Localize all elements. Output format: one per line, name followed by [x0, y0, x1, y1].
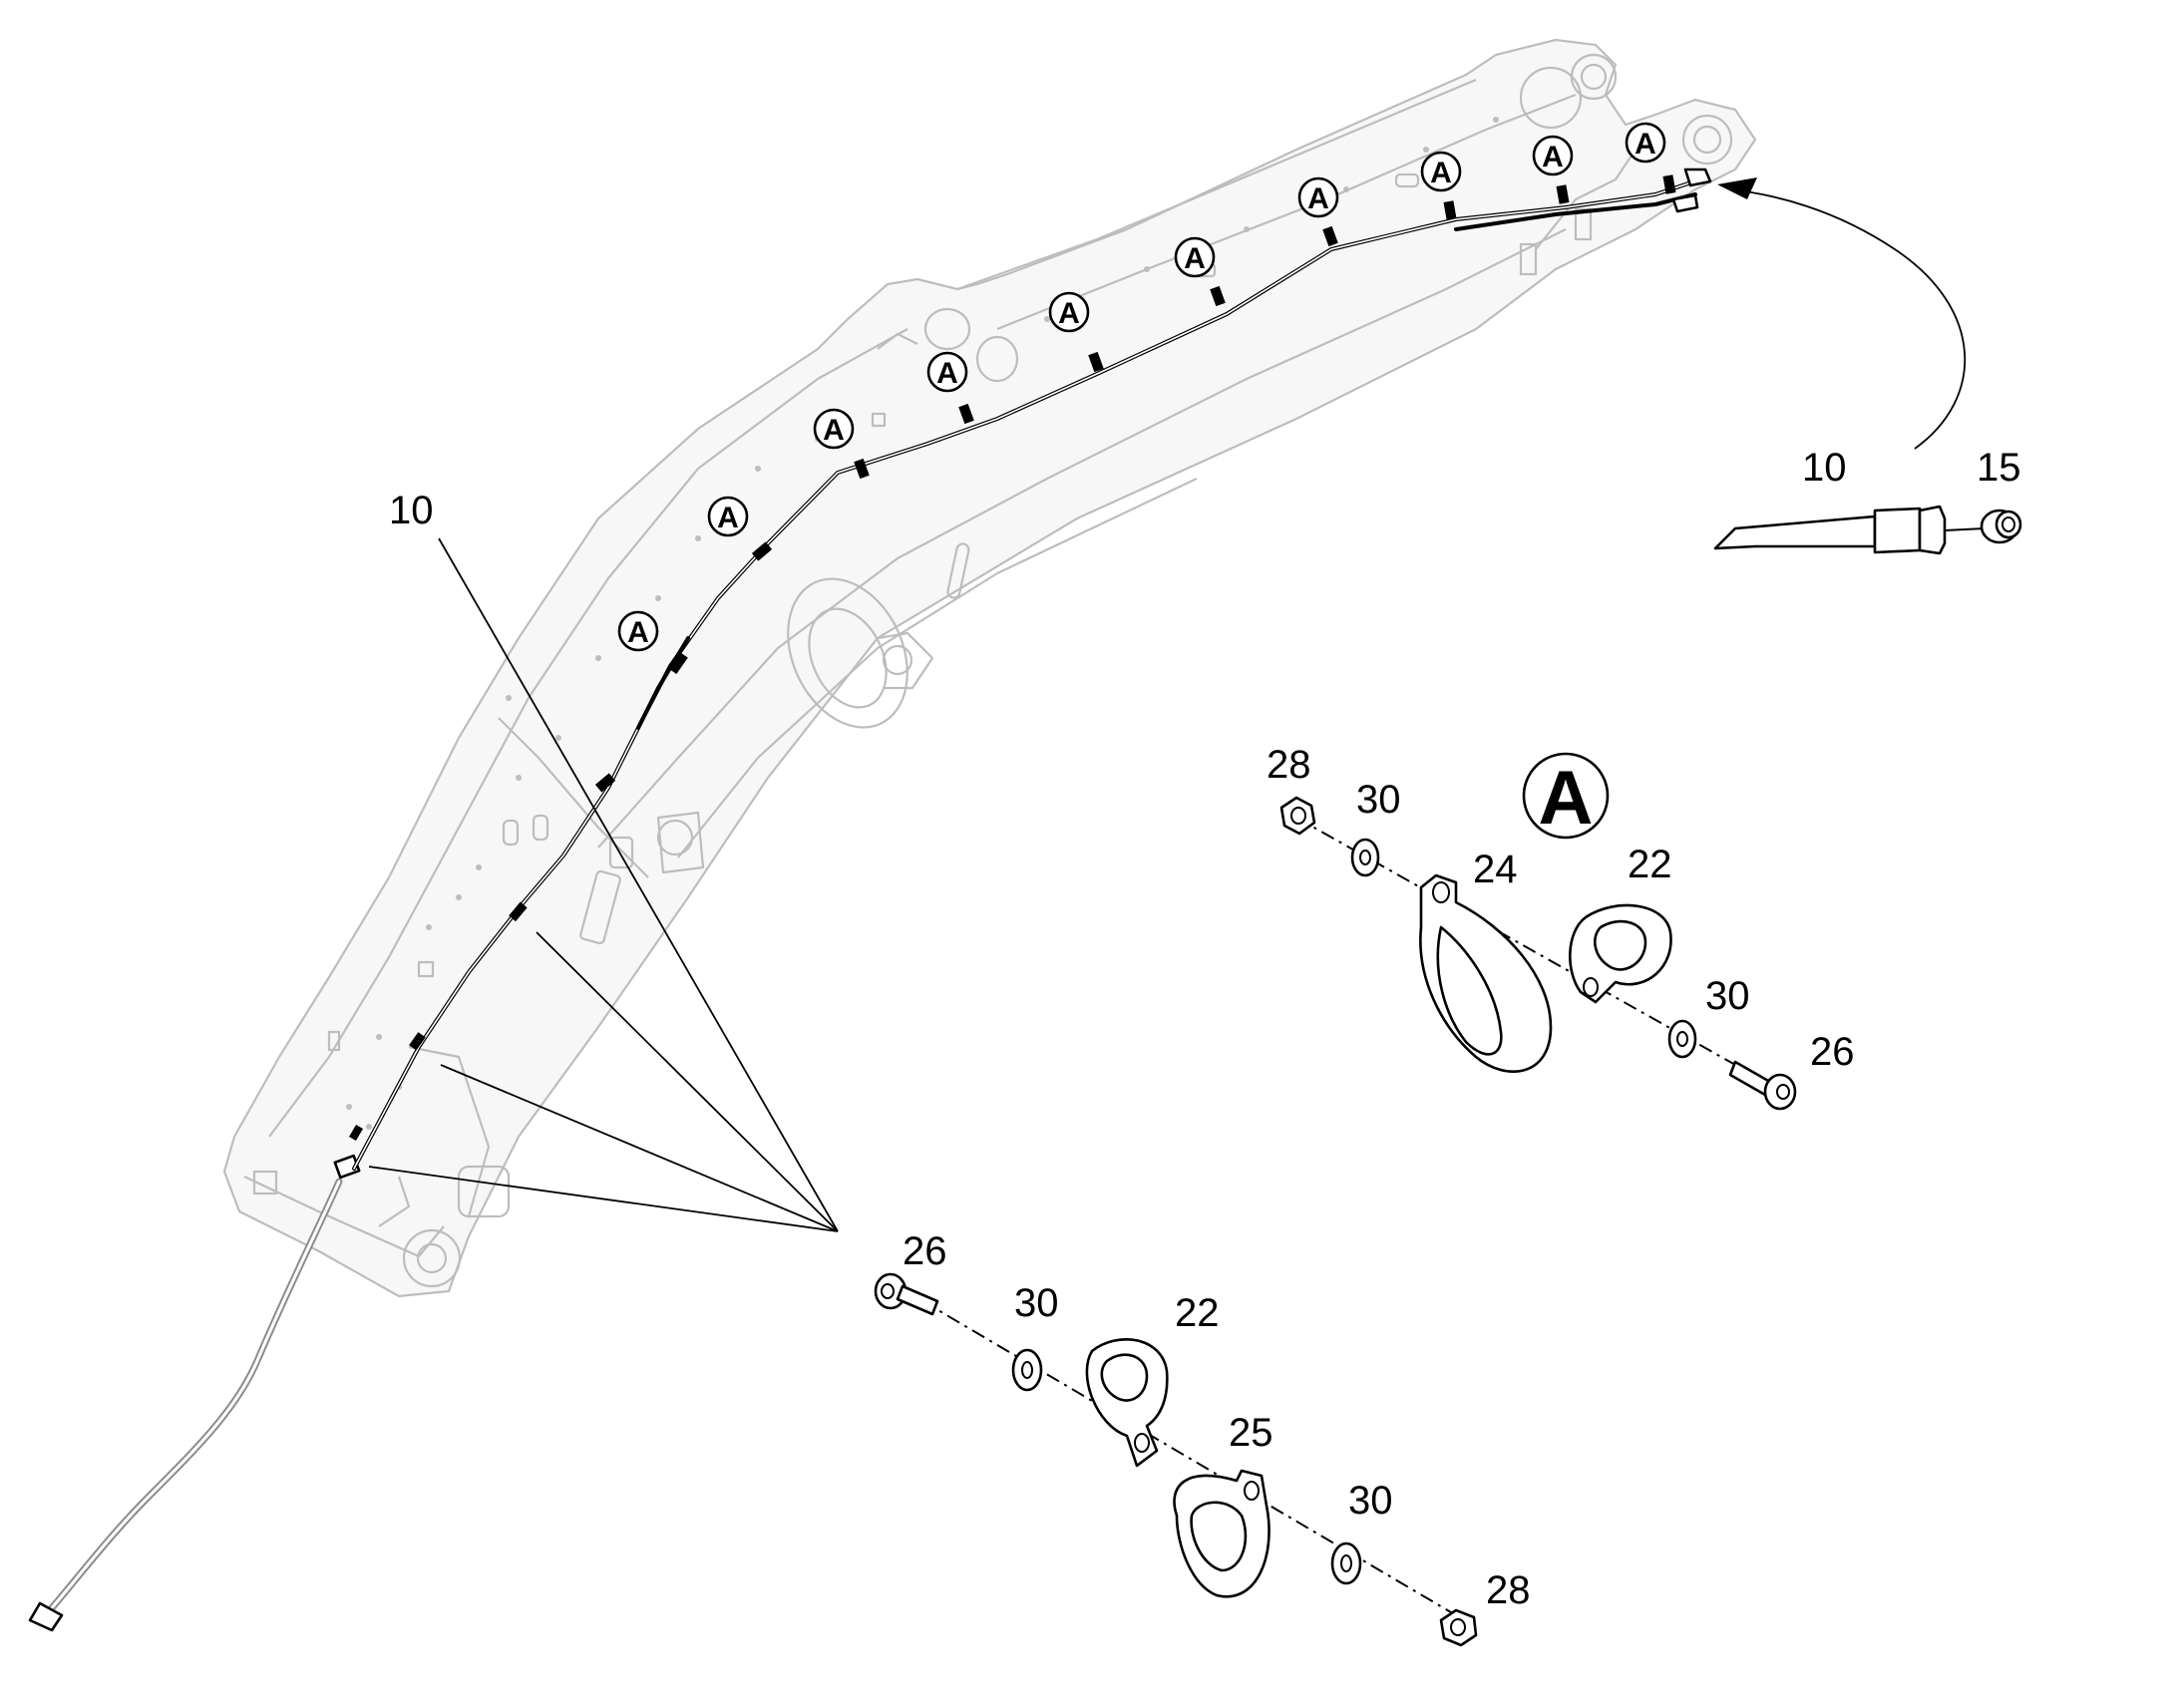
callout-10-hose: 10	[389, 489, 434, 532]
detail-marker-a: A	[1625, 122, 1666, 164]
detail-marker-a: A	[1297, 176, 1339, 218]
detail-marker-a: A	[813, 408, 855, 450]
callout-26-bolt-b: 26	[903, 1229, 947, 1273]
detail-marker-a: A	[1532, 135, 1574, 176]
svg-text:A: A	[717, 502, 739, 534]
svg-text:A: A	[1430, 157, 1452, 189]
detail-a-label: A	[1522, 752, 1610, 841]
detail-marker-a: A	[1048, 291, 1090, 333]
detail-b-assembly: 26 30 22 25 30 28	[874, 1229, 1531, 1647]
callout-22-clamp: 22	[1628, 843, 1672, 886]
callout-28-nut: 28	[1267, 743, 1311, 787]
callout-24-clamp: 24	[1473, 848, 1518, 891]
detail-a-markers: A A A A A A A A	[617, 122, 1666, 652]
supply-line	[28, 1154, 361, 1632]
leader-lines	[368, 177, 1967, 1232]
callout-10-hose-detail: 10	[1802, 446, 1847, 490]
svg-text:A: A	[936, 357, 958, 390]
svg-text:A: A	[1542, 141, 1564, 173]
svg-text:A: A	[823, 414, 845, 447]
detail-marker-a: A	[1174, 236, 1216, 278]
detail-marker-a: A	[1420, 151, 1462, 192]
detail-marker-a: A	[926, 351, 968, 393]
detail-marker-a: A	[707, 496, 749, 537]
arrowhead-icon	[1717, 177, 1757, 199]
callout-30-washer-b: 30	[1014, 1281, 1059, 1325]
hose-route	[349, 168, 1712, 1171]
svg-text:A: A	[1058, 297, 1080, 330]
svg-text:A: A	[1307, 182, 1329, 215]
callout-25-clamp: 25	[1229, 1411, 1273, 1455]
detail-hose-assembly: 10 15	[1713, 446, 2022, 555]
callout-28-nut-b: 28	[1486, 1568, 1531, 1612]
callout-30-washer-2: 30	[1705, 974, 1750, 1018]
detail-marker-a: A	[617, 610, 659, 652]
callout-26-bolt: 26	[1810, 1030, 1855, 1074]
callout-30-washer: 30	[1356, 778, 1401, 822]
svg-text:A: A	[627, 616, 649, 649]
boom-structure	[222, 38, 1757, 1298]
svg-text:A: A	[1184, 242, 1206, 275]
svg-text:A: A	[1539, 756, 1594, 841]
callout-15-cap: 15	[1977, 446, 2021, 490]
detail-a-assembly: A 28 30 24 22 30 26	[1267, 743, 1855, 1111]
callout-22-clamp-b: 22	[1175, 1291, 1220, 1335]
svg-text:A: A	[1635, 128, 1656, 161]
callout-30-washer-b2: 30	[1348, 1479, 1393, 1523]
